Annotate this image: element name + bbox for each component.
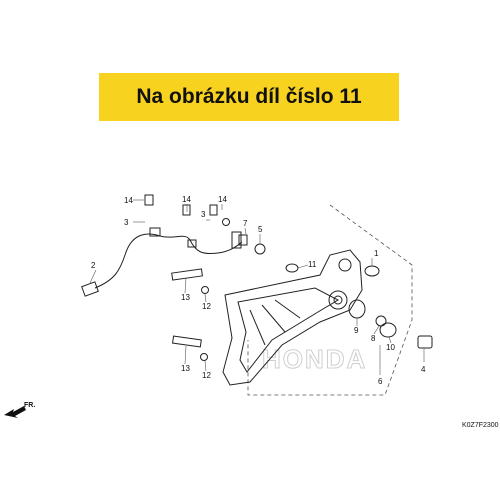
callout-14b: 14 <box>218 195 227 204</box>
callout-11: 11 <box>308 260 317 269</box>
small-parts <box>144 194 433 361</box>
part-banner: Na obrázku díl číslo 11 <box>99 73 399 121</box>
watermark: HONDA <box>262 344 367 374</box>
front-arrow-icon <box>4 406 26 418</box>
callout-12b: 12 <box>202 371 211 380</box>
callout-4: 4 <box>421 365 426 374</box>
leader-lines <box>89 199 425 375</box>
dashed-boundary <box>247 204 413 396</box>
callout-13b: 13 <box>181 364 190 373</box>
diagram-code: K0Z7F2300 <box>462 422 499 429</box>
callout-8: 8 <box>371 334 376 343</box>
callout-9: 9 <box>354 326 359 335</box>
callout-5: 5 <box>258 225 263 234</box>
callout-labels: 1 2 3 3 4 5 6 7 8 9 10 11 12 12 13 13 14… <box>91 195 426 386</box>
callout-1: 1 <box>374 249 379 258</box>
callout-14c: 14 <box>182 195 191 204</box>
wire-harness <box>81 227 243 297</box>
callout-7: 7 <box>243 219 248 228</box>
swing-arm <box>222 249 363 386</box>
callout-2: 2 <box>91 261 96 270</box>
front-label: FR. <box>24 402 35 409</box>
callout-14a: 14 <box>124 196 133 205</box>
callout-3a: 3 <box>124 218 129 227</box>
callout-12a: 12 <box>202 302 211 311</box>
callout-3b: 3 <box>201 210 206 219</box>
callout-6: 6 <box>378 377 383 386</box>
banner-text: Na obrázku díl číslo 11 <box>136 85 362 108</box>
callout-10: 10 <box>386 343 395 352</box>
front-arrow: FR. <box>4 402 35 418</box>
callout-13a: 13 <box>181 293 190 302</box>
